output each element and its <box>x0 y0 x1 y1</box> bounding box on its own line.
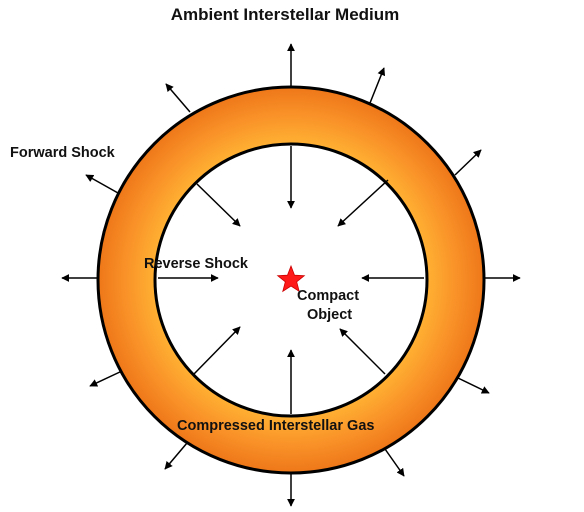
diagram-title: Ambient Interstellar Medium <box>171 5 400 24</box>
outward-arrow-bottom-left <box>164 442 188 470</box>
inward-arrow-top-left <box>196 183 241 227</box>
outward-arrow-right-lower <box>457 377 490 394</box>
inward-arrows <box>158 146 424 414</box>
reverse-shock-label: Reverse Shock <box>144 256 249 272</box>
outward-arrow-top-right <box>369 67 386 104</box>
inward-arrow-bottom-right <box>339 328 386 375</box>
outward-arrow-bottom-right <box>384 448 405 477</box>
compact-object-star-icon <box>276 264 306 293</box>
compact-object-label-line2: Object <box>307 307 352 323</box>
forward-shock-label: Forward Shock <box>10 145 116 161</box>
inward-arrow-top-right <box>337 179 389 227</box>
compressed-gas-label: Compressed Interstellar Gas <box>177 418 374 434</box>
inward-arrow-bottom-left <box>193 326 241 375</box>
outward-arrow-left-upper <box>85 174 119 194</box>
outward-arrows <box>61 43 521 507</box>
compact-object-label-line1: Compact <box>297 288 359 304</box>
outward-arrow-top-left <box>165 83 191 113</box>
outward-arrow-right-upper <box>454 149 482 176</box>
outward-arrow-left-lower <box>89 370 123 387</box>
